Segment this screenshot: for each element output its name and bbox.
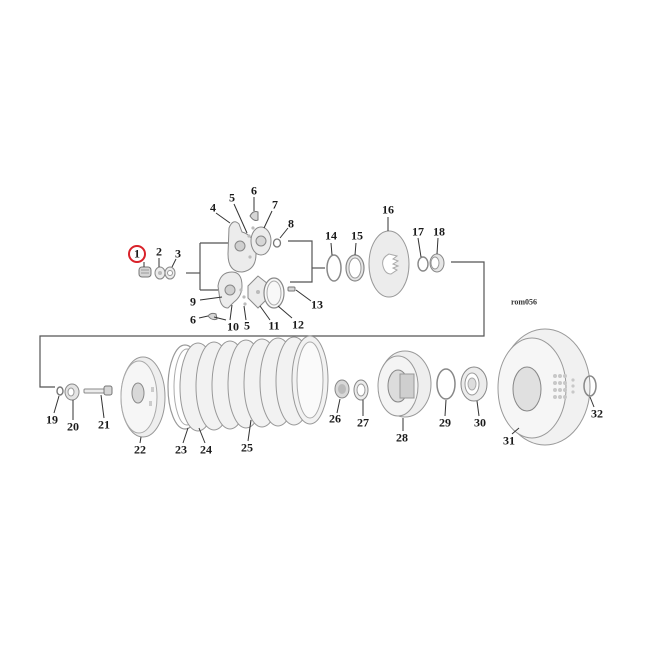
label-part-2[interactable]: 2 <box>156 244 162 259</box>
part-26-nut[interactable] <box>334 379 350 399</box>
part-1-nut[interactable] <box>138 266 152 278</box>
label-part-9[interactable]: 9 <box>190 294 196 309</box>
label-part-10[interactable]: 10 <box>227 319 239 334</box>
part-8-oring[interactable] <box>272 238 282 248</box>
label-part-23[interactable]: 23 <box>175 442 187 457</box>
label-part-12[interactable]: 12 <box>292 317 304 332</box>
part-3-nut[interactable] <box>164 266 176 280</box>
label-part-27[interactable]: 27 <box>357 415 369 430</box>
part-5-ball-d[interactable] <box>239 288 243 292</box>
label-part-1[interactable]: 1 <box>134 246 140 261</box>
label-part-28[interactable]: 28 <box>396 430 408 445</box>
label-part-32[interactable]: 32 <box>591 406 603 421</box>
part-6-clip[interactable] <box>249 211 259 221</box>
part-5-ball-f[interactable] <box>243 302 247 306</box>
highlight-ring-part-1 <box>128 245 146 263</box>
label-part-30[interactable]: 30 <box>474 415 486 430</box>
part-21-adjuster-screw[interactable] <box>83 385 113 396</box>
part-20-bearing[interactable] <box>64 383 80 401</box>
label-part-29[interactable]: 29 <box>439 415 451 430</box>
label-part-11[interactable]: 11 <box>268 318 280 333</box>
label-part-6[interactable]: 6 <box>251 183 257 198</box>
part-5-ball-e[interactable] <box>242 295 246 299</box>
label-part-22[interactable]: 22 <box>134 442 146 457</box>
part-18-bearing[interactable] <box>429 253 445 273</box>
label-part-26[interactable]: 26 <box>329 411 341 426</box>
connector-lines <box>39 240 485 388</box>
part-28-clutch-hub[interactable] <box>377 350 432 418</box>
part-6-clip-lower[interactable] <box>207 312 218 321</box>
part-7-ramp[interactable] <box>250 226 272 256</box>
leader-lines <box>53 197 595 444</box>
label-part-21[interactable]: 21 <box>98 417 110 432</box>
part-4-ramp[interactable] <box>227 221 257 273</box>
part-22-pressure-plate[interactable] <box>120 356 166 438</box>
label-part-19[interactable]: 19 <box>46 412 58 427</box>
label-part-8[interactable]: 8 <box>288 216 294 231</box>
part-31-clutch-shell[interactable] <box>497 328 591 446</box>
part-13-screw[interactable] <box>287 286 296 292</box>
part-19-clip[interactable] <box>56 386 64 396</box>
label-part-18[interactable]: 18 <box>433 224 445 239</box>
label-part-6-lower[interactable]: 6 <box>190 312 196 327</box>
part-17-ring[interactable] <box>417 256 429 272</box>
label-part-13[interactable]: 13 <box>311 297 323 312</box>
label-part-14[interactable]: 14 <box>325 228 337 243</box>
label-part-15[interactable]: 15 <box>351 228 363 243</box>
part-16-spring-plate[interactable] <box>368 230 410 298</box>
part-23-25-clutch-plates[interactable] <box>167 335 329 432</box>
label-part-7[interactable]: 7 <box>272 197 278 212</box>
label-part-3[interactable]: 3 <box>175 246 181 261</box>
part-27-washer[interactable] <box>353 379 369 401</box>
label-part-25[interactable]: 25 <box>241 440 253 455</box>
label-part-5-lower[interactable]: 5 <box>244 318 250 333</box>
label-part-17[interactable]: 17 <box>412 224 424 239</box>
part-32-snap-ring[interactable] <box>583 375 597 397</box>
label-part-24[interactable]: 24 <box>200 442 212 457</box>
part-5-ball-b[interactable] <box>251 226 255 230</box>
part-30-bearing[interactable] <box>460 366 488 402</box>
label-part-4[interactable]: 4 <box>210 200 216 215</box>
diagram-code: rom056 <box>510 297 538 307</box>
part-5-ball[interactable] <box>247 234 251 238</box>
label-part-31[interactable]: 31 <box>503 433 515 448</box>
part-9-inner-ramp[interactable] <box>217 271 243 309</box>
part-29-retaining-ring[interactable] <box>436 368 456 400</box>
label-part-20[interactable]: 20 <box>67 419 79 434</box>
label-part-16[interactable]: 16 <box>382 202 394 217</box>
label-part-5[interactable]: 5 <box>229 190 235 205</box>
part-14-snap-ring[interactable] <box>326 254 342 282</box>
part-15-ring[interactable] <box>345 254 365 282</box>
part-12-gasket[interactable] <box>263 277 285 309</box>
part-2-washer[interactable] <box>154 266 166 280</box>
part-5-ball-c[interactable] <box>248 255 252 259</box>
